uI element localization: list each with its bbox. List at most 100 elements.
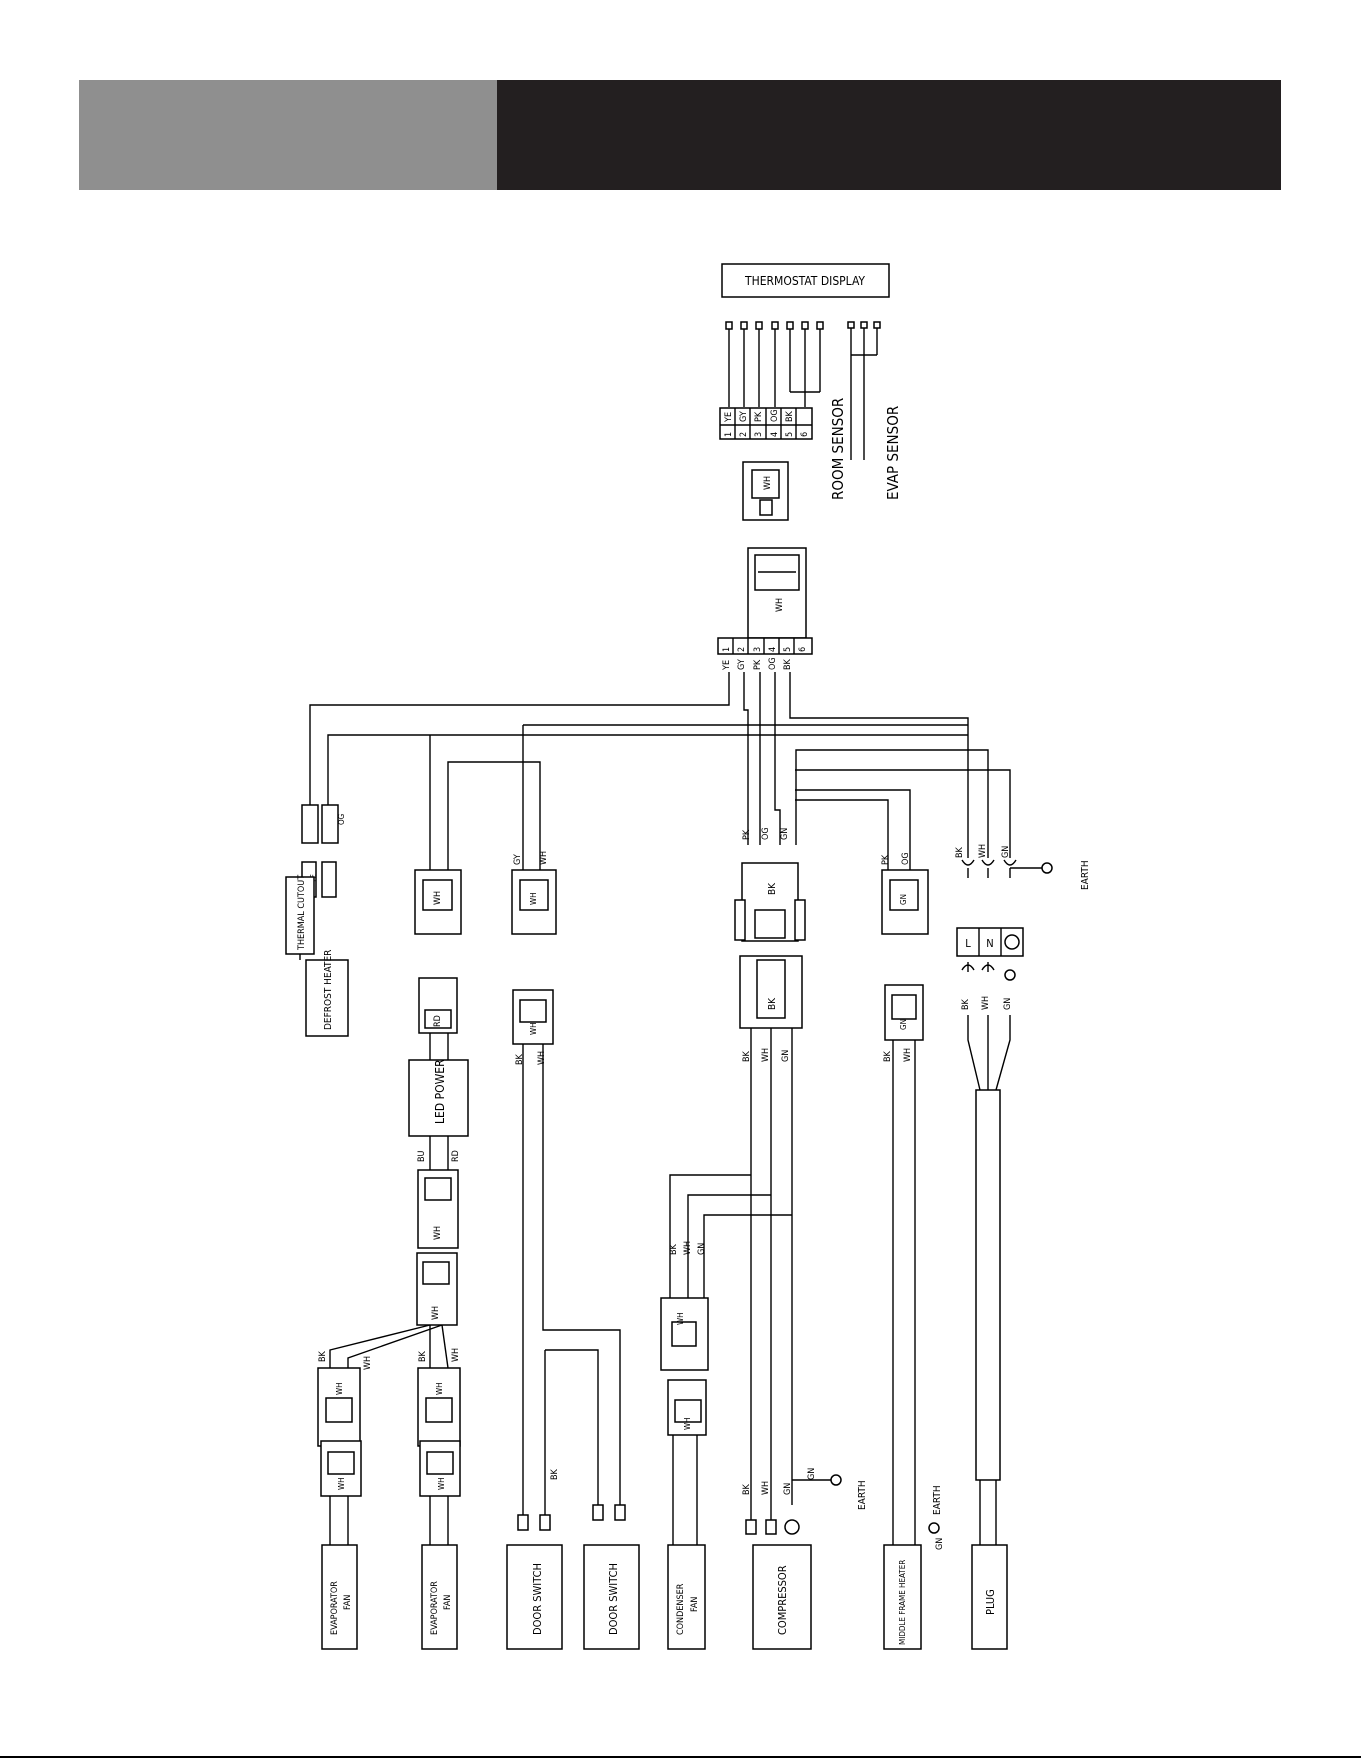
- condenser-fan-label-1: CONDENSER: [676, 1583, 686, 1635]
- power-wh-lower: WH: [981, 996, 991, 1010]
- condenser-fan-box: [667, 1544, 706, 1650]
- display-connector-wh: WH: [763, 476, 773, 490]
- power-gn-top: GN: [1001, 846, 1011, 858]
- door-gy-label: GY: [513, 854, 523, 865]
- thermal-cutout: [285, 876, 315, 955]
- display-pin-1: 1: [724, 432, 734, 437]
- compressor-box: [752, 1544, 812, 1650]
- comp-conn2-bk: BK: [767, 997, 778, 1010]
- evap-fan-1-bk: BK: [318, 1350, 328, 1362]
- power-l-label: L: [965, 937, 971, 950]
- door-switch-wires: [517, 1044, 626, 1531]
- plug-cord: [967, 1015, 1011, 1545]
- power-bk-top: BK: [955, 846, 965, 858]
- cond-gn-label: GN: [697, 1243, 707, 1255]
- comp-pk-label: PK: [742, 829, 752, 840]
- display-terminal-block: [719, 407, 813, 440]
- evap-fan-1-box: [321, 1544, 358, 1650]
- led-power-box: [408, 1059, 469, 1137]
- bottom-rule: [0, 1756, 1361, 1758]
- evap-fan-1-conn-wh: WH: [335, 1382, 344, 1395]
- display-connector: [742, 461, 807, 639]
- evap-sensor-label: EVAP SENSOR: [884, 406, 902, 500]
- power-gn-lower: GN: [1003, 998, 1013, 1010]
- main-wire-og: OG: [768, 657, 778, 670]
- led-connector-wh: WH: [433, 891, 443, 905]
- thermostat-display-box: [721, 263, 890, 298]
- cond-conn2-wh: WH: [683, 1417, 692, 1430]
- cond-wh-label: WH: [683, 1241, 693, 1255]
- thermostat-display-label: THERMOSTAT DISPLAY: [744, 274, 865, 288]
- evap-fan-2-conn-wh: WH: [435, 1382, 444, 1395]
- condenser-fan-connectors: [660, 1297, 709, 1436]
- evap-fan-2-label-1: EVAPORATOR: [430, 1581, 440, 1635]
- comp-gn-label: GN: [780, 828, 790, 840]
- main-pin-6: 6: [798, 647, 808, 652]
- display-wire-gy: GY: [739, 411, 749, 422]
- door-conn2-wh: WH: [529, 1022, 538, 1035]
- comp-bk-lower: BK: [742, 1050, 752, 1062]
- cond-bk-label: BK: [669, 1243, 679, 1255]
- main-pin-4: 4: [768, 647, 778, 652]
- thermal-cutout-label: THERMAL CUTOUT: [297, 875, 307, 951]
- power-lower-forks: [961, 962, 1016, 981]
- display-wire-pk: PK: [754, 411, 764, 422]
- comp-gn-earth: GN: [807, 1468, 817, 1480]
- door-wh2-label: WH: [537, 1051, 547, 1065]
- evap-fan-2-bk: BK: [418, 1350, 428, 1362]
- door-switch-2-label: DOOR SWITCH: [607, 1563, 620, 1635]
- led-connector-rd: RD: [433, 1015, 443, 1027]
- comp-bk-bottom: BK: [742, 1483, 752, 1495]
- door-switch-2-box: [583, 1544, 640, 1650]
- defrost-heater-box: [305, 959, 349, 1037]
- display-pin-6: 6: [800, 432, 810, 437]
- earth-top-label: EARTH: [1080, 860, 1091, 890]
- fan-split-wh: WH: [431, 1306, 441, 1320]
- plug-label: PLUG: [984, 1589, 997, 1615]
- evap-fan-1-connectors: [317, 1367, 362, 1497]
- led-connectors: [414, 869, 462, 1034]
- main-wire-ye: YE: [722, 660, 732, 671]
- led-rd-label: RD: [451, 1150, 461, 1162]
- room-sensor-label: ROOM SENSOR: [829, 398, 847, 500]
- heater-connectors: [881, 869, 929, 1041]
- led-power-label: LED POWER: [433, 1059, 447, 1124]
- comp-gn-lower: GN: [781, 1050, 791, 1062]
- power-n-label: N: [986, 937, 993, 950]
- power-bk-lower: BK: [961, 998, 971, 1010]
- compressor-wires: [669, 1028, 842, 1535]
- display-pin-2: 2: [739, 432, 749, 437]
- heater-conn2-gn: GN: [899, 1019, 908, 1030]
- display-wire-ye: YE: [724, 412, 734, 423]
- door-bk-label: BK: [515, 1053, 525, 1065]
- defrost-heater-label: DEFROST HEATER: [323, 950, 334, 1030]
- led-lower-connectors: [416, 1169, 459, 1326]
- display-leads: [725, 321, 824, 407]
- main-pin-1: 1: [722, 647, 732, 652]
- power-wh-top: WH: [978, 844, 988, 858]
- door-switch-1-label: DOOR SWITCH: [531, 1563, 544, 1635]
- comp-conn-bk: BK: [767, 882, 778, 895]
- evap-fan-2-conn2-wh: WH: [437, 1477, 446, 1490]
- display-wire-og: OG: [770, 409, 780, 422]
- evap-fan-1-conn2-wh: WH: [337, 1477, 346, 1490]
- door-switch-1-box: [506, 1544, 563, 1650]
- middle-frame-heater-label: MIDDLE FRAME HEATER: [898, 1560, 907, 1645]
- sensor-leads: [847, 321, 881, 460]
- power-terminal-forks: [961, 859, 1053, 878]
- main-wiring: [309, 672, 1011, 870]
- door-conn-wh: WH: [529, 892, 538, 905]
- evap-fan-2-wh: WH: [451, 1348, 461, 1362]
- led-bu-label: BU: [417, 1150, 427, 1162]
- evap-fan-1-label-2: FAN: [343, 1595, 353, 1610]
- main-wire-bk: BK: [783, 658, 793, 670]
- display-pin-4: 4: [770, 432, 780, 437]
- compressor-connectors: [734, 862, 806, 1029]
- power-terminal-block: [956, 927, 1024, 957]
- comp-wh-lower: WH: [761, 1048, 771, 1062]
- comp-wh-bottom: WH: [761, 1481, 771, 1495]
- main-pin-3: 3: [753, 647, 763, 652]
- evap-fan-2-label-2: FAN: [443, 1595, 453, 1610]
- evap-fan-1-label-1: EVAPORATOR: [330, 1581, 340, 1635]
